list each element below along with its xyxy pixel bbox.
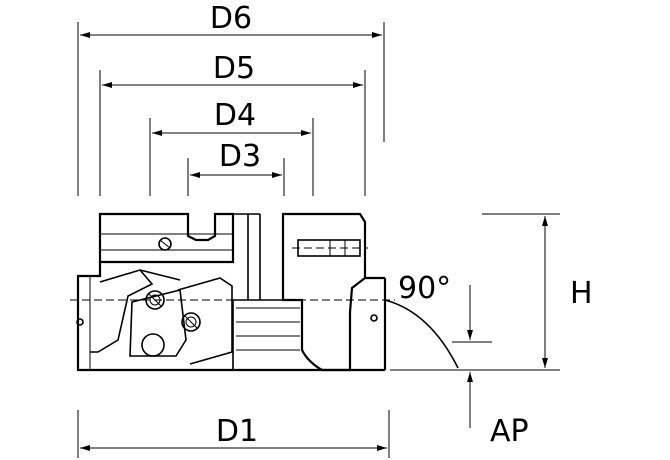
h-label: H	[570, 276, 593, 311]
dimension-d4: D4	[149, 98, 314, 196]
dimension-d1: D1	[77, 410, 390, 458]
ap-label: AP	[490, 414, 529, 449]
dimension-d3: D3	[187, 139, 285, 196]
dimension-d5: D5	[99, 51, 366, 196]
d5-label: D5	[213, 51, 255, 86]
d6-label: D6	[210, 1, 252, 36]
d1-label: D1	[216, 414, 258, 449]
angle-indicator: 90°	[384, 271, 459, 369]
d4-label: D4	[214, 98, 256, 133]
dimension-h: H	[390, 213, 593, 371]
d3-label: D3	[219, 139, 261, 174]
cutter-body	[70, 212, 395, 372]
dimension-d6: D6	[77, 1, 385, 196]
angle-label: 90°	[398, 271, 451, 306]
dimension-ap: AP	[452, 285, 529, 449]
